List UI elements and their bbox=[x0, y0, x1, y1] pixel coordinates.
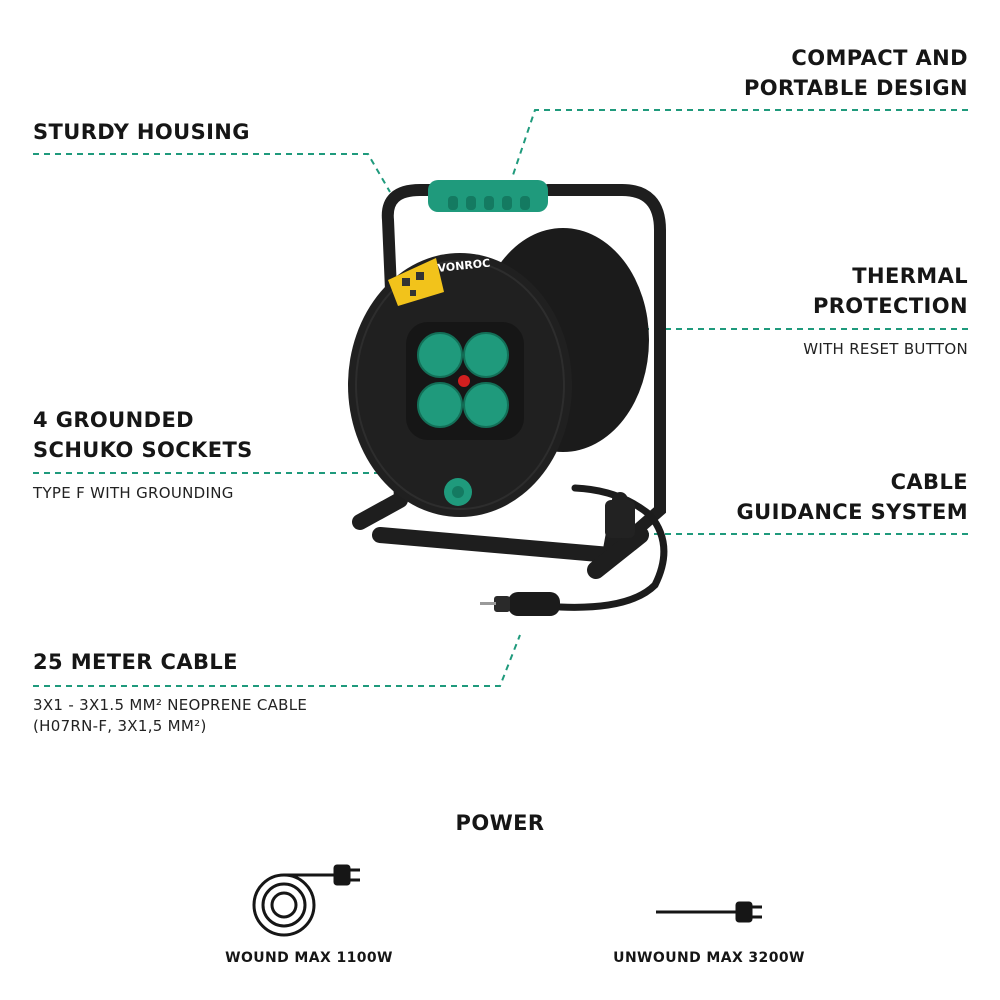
coiled-cable-plug-icon bbox=[252, 864, 360, 937]
feature-compact-line2: PORTABLE DESIGN bbox=[744, 76, 968, 100]
socket-1 bbox=[417, 332, 463, 378]
feature-cable-sub: 3X1 - 3X1.5 MM² NEOPRENE CABLE (H07RN-F,… bbox=[33, 695, 307, 737]
feature-guidance-line1: CABLE bbox=[890, 470, 968, 494]
callout-line-sturdy bbox=[33, 153, 391, 193]
thermal-reset-button[interactable] bbox=[458, 375, 470, 387]
callout-line-compact bbox=[511, 109, 968, 179]
power-title: POWER bbox=[455, 811, 545, 835]
feature-sockets-line2: SCHUKO SOCKETS bbox=[33, 438, 253, 462]
feature-guidance-line2: GUIDANCE SYSTEM bbox=[736, 500, 968, 524]
feature-compact-design: COMPACT AND PORTABLE DESIGN bbox=[744, 43, 968, 103]
feature-cable-length: 25 METER CABLE bbox=[33, 650, 238, 674]
frame-front bbox=[381, 184, 446, 506]
feature-cable-sub-line1: 3X1 - 3X1.5 MM² NEOPRENE CABLE bbox=[33, 696, 308, 714]
feature-thermal-line1: THERMAL bbox=[852, 264, 968, 288]
feature-sockets-sub: TYPE F WITH GROUNDING bbox=[33, 484, 234, 502]
feature-sockets: 4 GROUNDED SCHUKO SOCKETS bbox=[33, 405, 253, 465]
feature-cable-sub-line2: (H07RN-F, 3X1,5 MM²) bbox=[33, 717, 207, 735]
feature-thermal-protection: THERMAL PROTECTION bbox=[813, 261, 968, 321]
straight-cable-plug-icon bbox=[656, 901, 762, 923]
callout-line-cable bbox=[33, 634, 521, 687]
power-unwound-label: UNWOUND MAX 3200W bbox=[613, 950, 805, 966]
feature-thermal-sub: WITH RESET BUTTON bbox=[803, 340, 968, 358]
socket-3 bbox=[417, 382, 463, 428]
feature-sockets-line1: 4 GROUNDED bbox=[33, 408, 195, 432]
feature-cable-guidance: CABLE GUIDANCE SYSTEM bbox=[737, 467, 968, 527]
socket-4 bbox=[463, 382, 509, 428]
cable-guide bbox=[605, 500, 635, 538]
feature-sturdy-housing: STURDY HOUSING bbox=[33, 120, 250, 144]
power-wound-label: WOUND MAX 1100W bbox=[225, 950, 393, 966]
feature-thermal-line2: PROTECTION bbox=[812, 294, 968, 318]
frame-foot-right bbox=[587, 526, 649, 579]
brand-logo: VONROC bbox=[437, 257, 491, 275]
schuko-sockets bbox=[417, 332, 509, 428]
frame-rear bbox=[542, 184, 666, 551]
socket-2 bbox=[463, 332, 509, 378]
schuko-plug bbox=[480, 592, 560, 616]
warning-label bbox=[388, 258, 444, 306]
feature-compact-line1: COMPACT AND bbox=[791, 46, 968, 70]
